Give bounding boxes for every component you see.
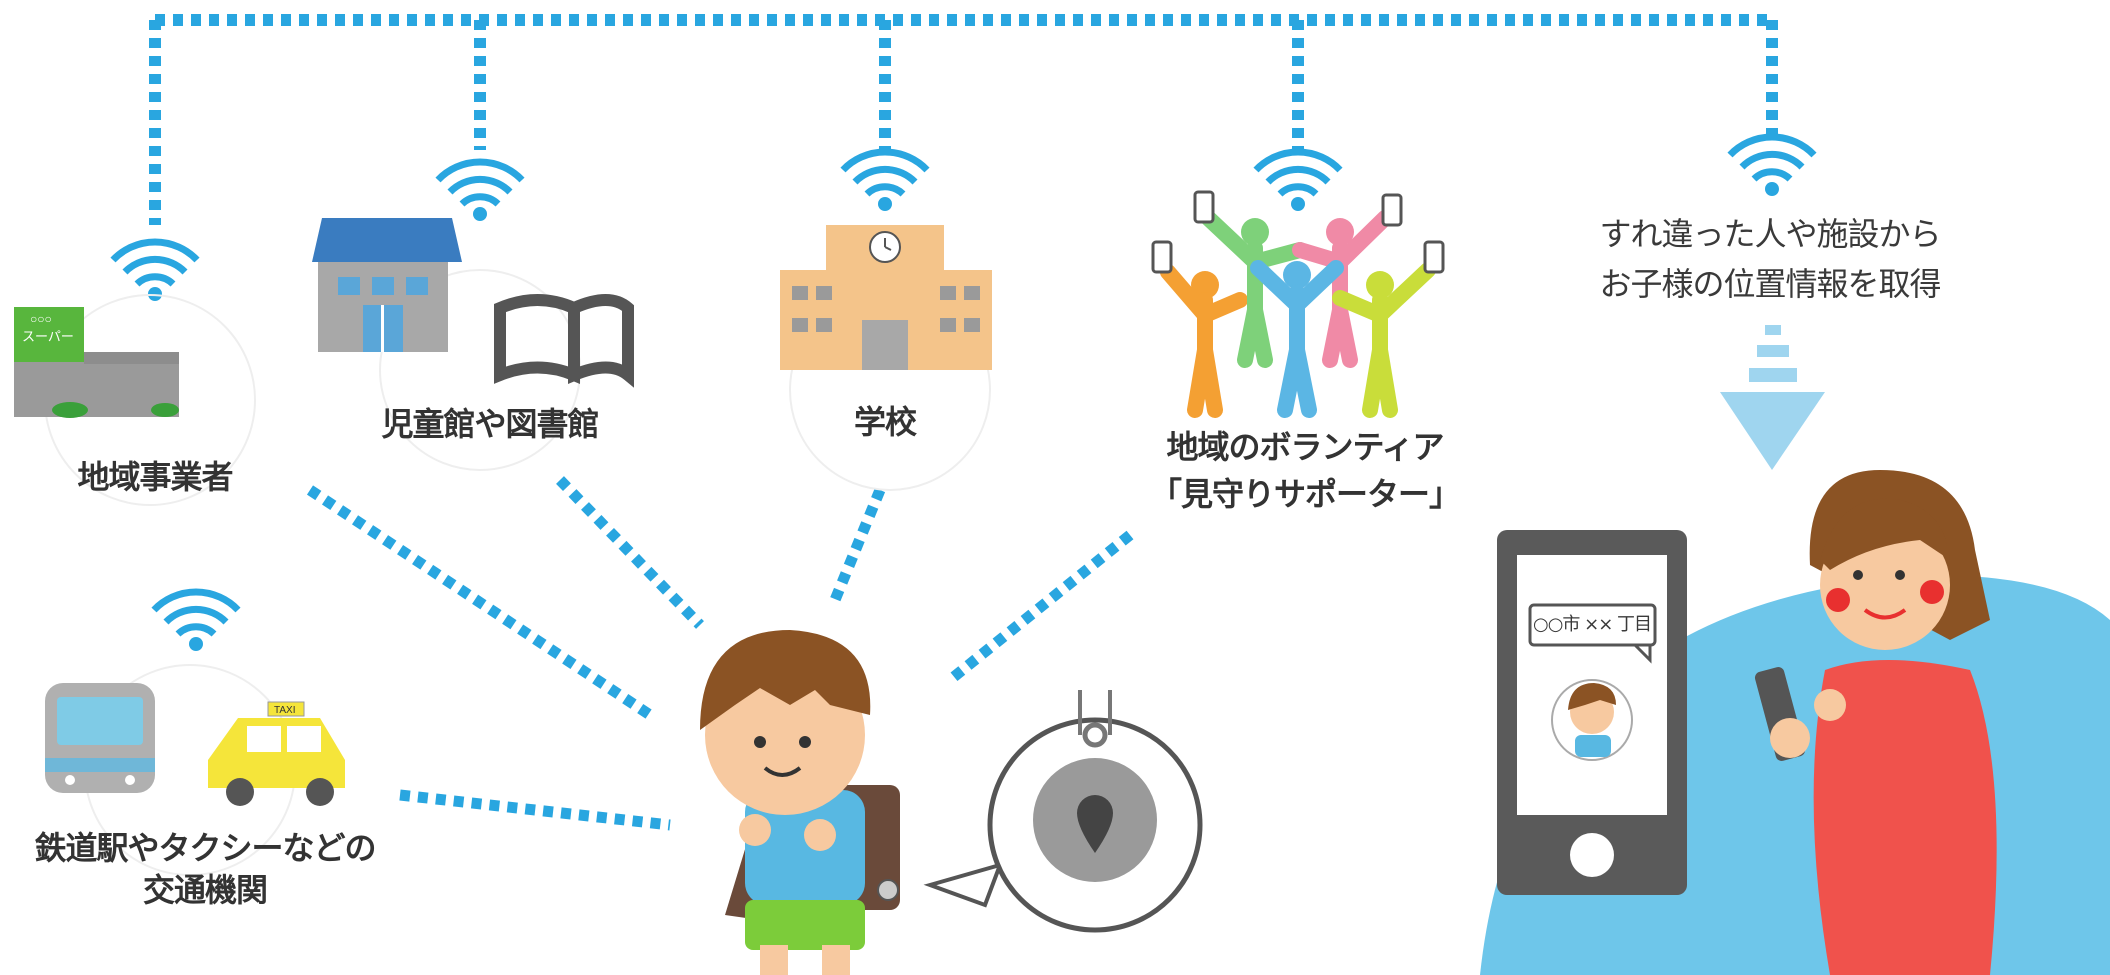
- wifi-icon-volunteer: [1256, 152, 1340, 211]
- phone-location-bubble: ○○市 ×× 丁目: [1532, 614, 1652, 635]
- parent-caption-line1: すれ違った人や施設から: [1599, 215, 1941, 253]
- svg-text:TAXI: TAXI: [274, 705, 295, 716]
- wifi-icon-parent: [1730, 137, 1814, 196]
- volunteer-label-line1: 地域のボランティア: [1166, 428, 1444, 466]
- svg-text:○○○: ○○○: [30, 312, 52, 326]
- volunteers-icon: [1151, 190, 1445, 418]
- network-bus-line: [149, 14, 1778, 225]
- beacon-zoom-bubble: [923, 690, 1203, 933]
- child-connection-lines: [306, 476, 1134, 831]
- parent-scene: [1480, 325, 2110, 975]
- mother-icon: [1754, 470, 1997, 975]
- svg-text:スーパー: スーパー: [22, 329, 74, 344]
- supermarket-icon: ○○○ スーパー: [14, 307, 179, 418]
- library-icon: [312, 218, 634, 388]
- smartphone-icon: [1497, 530, 1687, 895]
- wifi-icon-business: [113, 242, 197, 301]
- transport-label-line2: 交通機関: [142, 871, 268, 909]
- transport-icon: TAXI: [45, 683, 345, 806]
- transport-label-line1: 鉄道駅やタクシーなどの: [34, 829, 376, 867]
- volunteer-label-line2: 「見守りサポーター」: [1149, 475, 1461, 513]
- wifi-icon-library: [438, 162, 522, 221]
- beacon-tag-icon: [877, 879, 899, 901]
- parent-caption-line2: お子様の位置情報を取得: [1599, 265, 1941, 303]
- child-with-beacon-icon: [700, 630, 900, 975]
- school-label: 学校: [853, 403, 917, 441]
- wifi-icon-school: [843, 152, 927, 211]
- library-label: 児童館や図書館: [381, 405, 599, 443]
- school-icon: [780, 225, 992, 370]
- wifi-icon-transport: [154, 592, 238, 651]
- business-label: 地域事業者: [77, 458, 233, 496]
